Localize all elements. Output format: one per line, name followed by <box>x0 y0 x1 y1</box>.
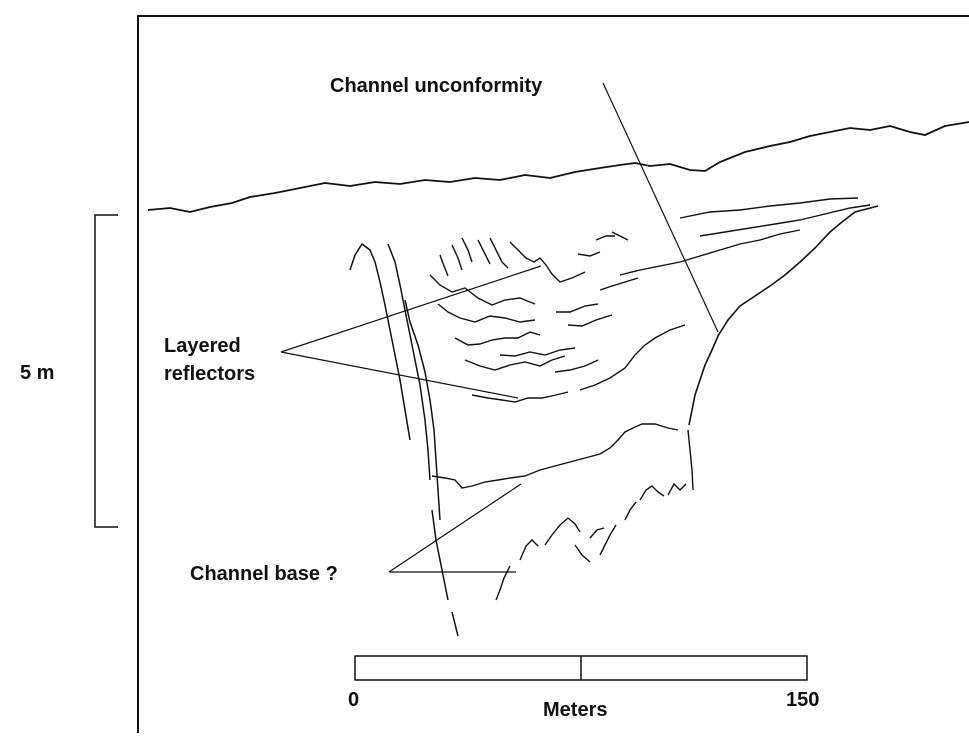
scale-end-label: 150 <box>786 689 819 711</box>
upper-reflectors <box>619 197 871 276</box>
channel-unconformity-label: Channel unconformity <box>330 75 543 97</box>
ground-surface-line <box>147 121 969 213</box>
channel-base-reflectors <box>431 423 694 601</box>
layered-reflectors-leader-upper <box>280 265 542 353</box>
channel-unconformity-leader <box>602 82 719 333</box>
scale-start-label: 0 <box>348 689 359 711</box>
channel-unconformity-line <box>688 205 879 426</box>
vertical-scale-label: 5 m <box>20 362 54 384</box>
diagram-frame <box>137 15 969 733</box>
leader-lines <box>280 82 719 573</box>
scale-unit-label: Meters <box>543 699 607 721</box>
channel-base-leader-upper <box>388 483 522 573</box>
vertical-scale-bracket <box>94 214 118 528</box>
channel-base-label: Channel base ? <box>190 563 338 585</box>
layered-reflectors <box>429 231 686 403</box>
layered-reflectors-label-line2: reflectors <box>164 363 255 385</box>
layered-reflectors-label-line1: Layered <box>164 335 241 357</box>
horizontal-scale-bar <box>354 655 808 681</box>
layered-reflectors-leader-lower <box>280 351 519 399</box>
channel-left-margin <box>349 242 459 637</box>
